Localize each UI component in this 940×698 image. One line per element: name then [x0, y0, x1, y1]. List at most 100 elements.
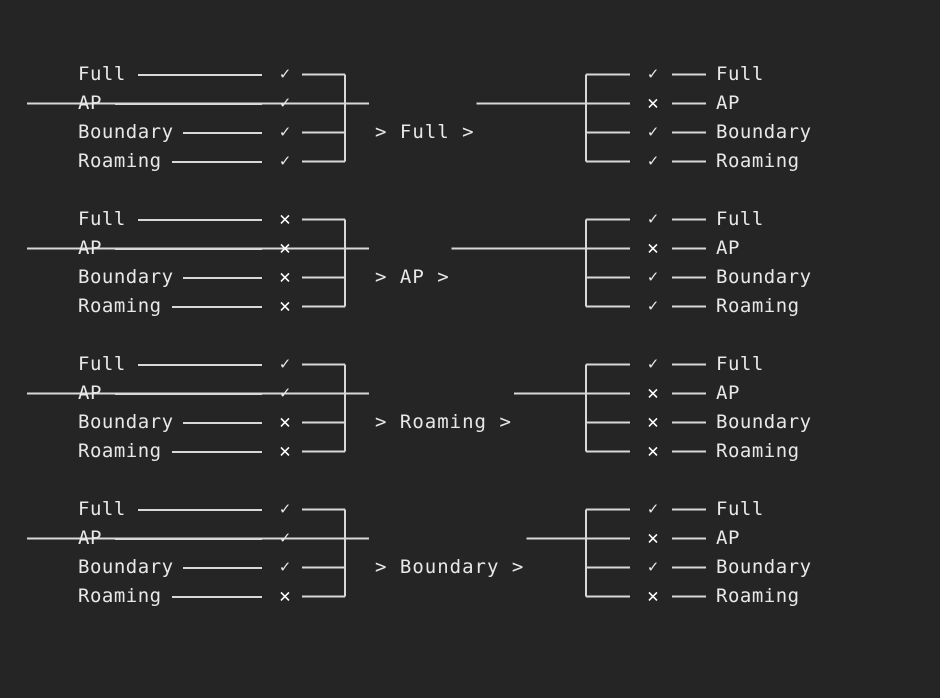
input-row: Roaming: [78, 437, 278, 466]
input-state-label: Full: [78, 498, 126, 520]
cross-icon: ✕: [279, 208, 291, 230]
input-row: AP: [78, 234, 278, 263]
output-state-label: AP: [716, 382, 740, 404]
output-row: AP: [716, 524, 936, 553]
cross-icon: ✕: [647, 237, 659, 259]
output-state-label: Full: [716, 498, 764, 520]
input-mark-column: ✓✓✕✕: [272, 350, 298, 466]
input-state-label: Boundary: [78, 266, 174, 288]
left-arrow-icon: >: [375, 556, 388, 578]
output-state-label: Full: [716, 208, 764, 230]
check-icon: ✓: [647, 64, 659, 84]
input-row: Roaming: [78, 147, 278, 176]
input-state-label: Roaming: [78, 585, 162, 607]
input-state-label: Roaming: [78, 440, 162, 462]
output-row: Boundary: [716, 408, 936, 437]
input-row: Boundary: [78, 118, 278, 147]
input-row: Roaming: [78, 582, 278, 611]
output-state-label: Roaming: [716, 295, 800, 317]
output-state-label: Roaming: [716, 150, 800, 172]
transition-target-label: > AP >: [375, 263, 450, 292]
input-state-label: Boundary: [78, 556, 174, 578]
input-connector-dash: [114, 393, 262, 395]
left-arrow-icon: >: [375, 266, 388, 288]
input-connector-dash: [183, 277, 262, 279]
output-row: Roaming: [716, 292, 936, 321]
cross-icon: ✕: [647, 440, 659, 462]
cross-icon: ✕: [279, 237, 291, 259]
output-row: Full: [716, 205, 936, 234]
check-icon: ✓: [647, 354, 659, 374]
input-mark-column: ✕ ✕ ✕ ✕: [272, 205, 298, 321]
cross-icon: ✕: [279, 440, 291, 462]
cross-icon: ✕: [647, 585, 659, 607]
check-icon: ✓: [279, 499, 291, 519]
input-state-label: Full: [78, 353, 126, 375]
right-arrow-icon: >: [511, 556, 525, 578]
check-icon: ✓: [647, 499, 659, 519]
input-connector-dash: [137, 364, 262, 366]
input-row: Boundary: [78, 553, 278, 582]
check-icon: ✓: [279, 122, 291, 142]
output-state-label: Boundary: [716, 411, 812, 433]
input-row: Full: [78, 60, 278, 89]
output-state-label: AP: [716, 92, 740, 114]
right-arrow-icon: >: [437, 266, 450, 288]
check-icon: ✓: [647, 267, 659, 287]
target-state-name: Roaming: [399, 411, 487, 433]
output-state-label: Full: [716, 63, 764, 85]
output-row: Full: [716, 60, 936, 89]
cross-icon: ✕: [647, 527, 659, 549]
check-icon: ✓: [647, 122, 659, 142]
output-state-label: Roaming: [716, 585, 800, 607]
input-state-label: Roaming: [78, 295, 162, 317]
check-icon: ✓: [647, 209, 659, 229]
input-connector-dash: [137, 74, 262, 76]
input-connector-dash: [183, 422, 262, 424]
check-icon: ✓: [279, 528, 291, 548]
input-row: AP: [78, 379, 278, 408]
input-connector-dash: [171, 161, 262, 163]
output-mark-column: ✓✕✕✕: [640, 350, 666, 466]
check-icon: ✓: [647, 296, 659, 316]
input-state-label: AP: [78, 527, 102, 549]
output-state-label: Boundary: [716, 266, 812, 288]
output-row: Roaming: [716, 437, 936, 466]
output-row: AP: [716, 234, 936, 263]
input-state-label: Boundary: [78, 121, 174, 143]
cross-icon: ✕: [647, 411, 659, 433]
input-state-label: AP: [78, 92, 102, 114]
cross-icon: ✕: [279, 266, 291, 288]
cross-icon: ✕: [279, 295, 291, 317]
transition-target-label: > Full >: [375, 118, 475, 147]
input-state-label: Full: [78, 63, 126, 85]
input-row: AP: [78, 524, 278, 553]
check-icon: ✓: [279, 557, 291, 577]
target-state-name: Boundary: [399, 556, 500, 578]
check-icon: ✓: [647, 557, 659, 577]
input-state-label: Full: [78, 208, 126, 230]
right-arrow-icon: >: [462, 121, 475, 143]
input-connector-dash: [171, 596, 262, 598]
input-connector-dash: [114, 538, 262, 540]
output-mark-column: ✓✕✓✓: [640, 60, 666, 176]
transition-target-label: > Boundary >: [375, 553, 524, 582]
output-row: Boundary: [716, 263, 936, 292]
cross-icon: ✕: [279, 411, 291, 433]
check-icon: ✓: [279, 64, 291, 84]
input-connector-dash: [137, 509, 262, 511]
input-mark-column: ✓✓✓✓: [272, 60, 298, 176]
input-connector-dash: [137, 219, 262, 221]
input-mark-column: ✓✓✓✕: [272, 495, 298, 611]
output-row: Boundary: [716, 118, 936, 147]
input-row: Full: [78, 205, 278, 234]
input-connector-dash: [183, 567, 262, 569]
output-mark-column: ✓ ✕ ✓ ✕: [640, 495, 666, 611]
